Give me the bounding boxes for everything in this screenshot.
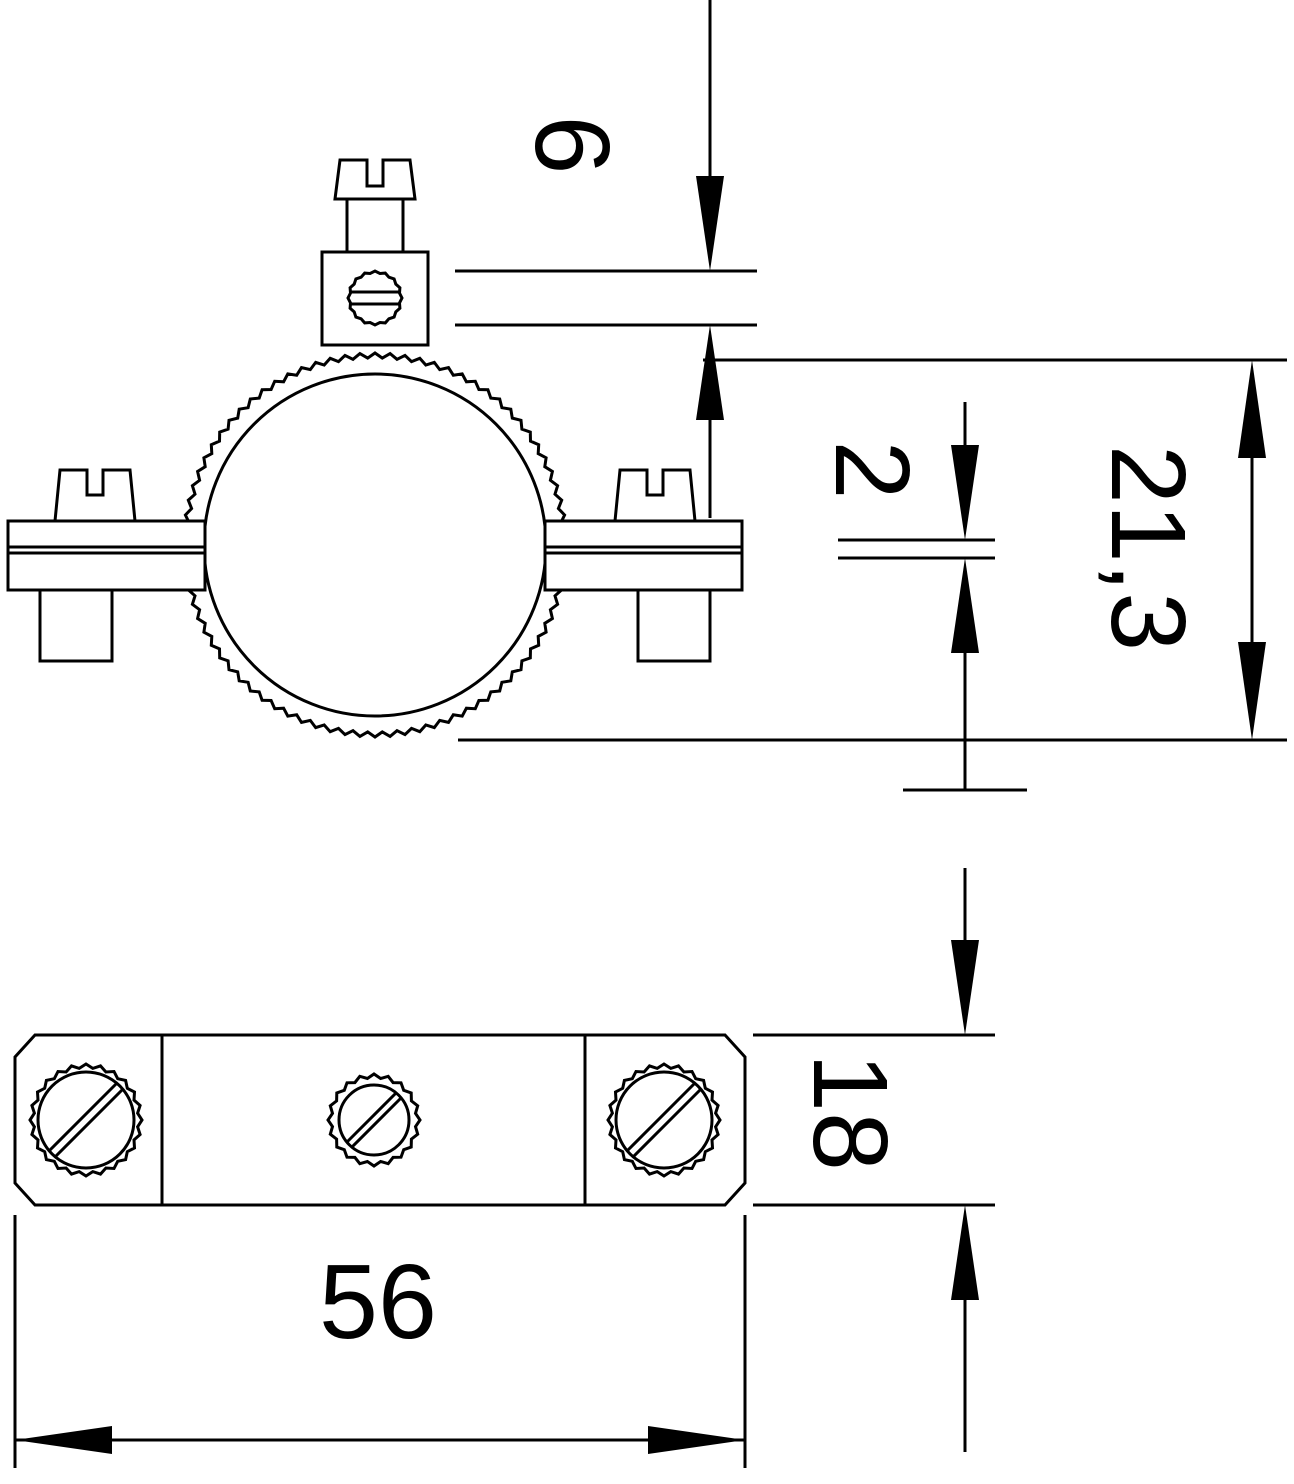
plan-right-screw-slot-a	[625, 1081, 697, 1153]
arrowhead-up	[951, 1205, 979, 1300]
plan-left-screw-slot-a	[47, 1081, 119, 1153]
top-screw-head	[333, 158, 417, 201]
plan-left-screw-slot-b	[53, 1087, 125, 1159]
left-flange	[6, 519, 207, 592]
arrowhead-down	[951, 445, 979, 540]
dimension-18: 18	[753, 868, 995, 1452]
arrowhead-right	[648, 1426, 745, 1454]
arrowhead-down	[696, 176, 724, 271]
clamp-inner-ring	[202, 372, 548, 718]
arrowhead-left	[15, 1426, 112, 1454]
plan-center-screw-slot-b	[350, 1096, 403, 1149]
right-nut	[636, 588, 712, 663]
arrowhead-up	[951, 558, 979, 653]
arrowhead-up	[696, 325, 724, 420]
front-view	[6, 158, 744, 739]
arrowhead-up	[1238, 360, 1266, 458]
arrowhead-down	[951, 940, 979, 1035]
arrowhead-down	[1238, 642, 1266, 740]
right-flange	[543, 519, 744, 592]
dimension-21-3: 21,3	[458, 358, 1287, 742]
left-screw-head	[53, 468, 137, 523]
plan-right-screw-head	[614, 1070, 714, 1170]
plan-right-screw-slot-b	[631, 1087, 703, 1159]
dimension-label-6: 6	[513, 116, 631, 175]
plan-view	[13, 1033, 747, 1207]
right-screw-head	[613, 468, 697, 523]
plan-left-screw-head	[36, 1070, 136, 1170]
dimension-label-2: 2	[813, 441, 931, 500]
dimension-label-21-3: 21,3	[1089, 445, 1207, 651]
left-nut	[38, 588, 114, 663]
plan-center-screw-head	[337, 1083, 411, 1157]
top-screw-body	[345, 197, 405, 254]
plan-center-screw-slot-a	[345, 1091, 398, 1144]
dimension-2: 2	[813, 402, 1027, 792]
dimension-56: 56	[13, 1215, 747, 1468]
block-screw-section	[346, 269, 404, 327]
dimension-6: 6	[455, 0, 757, 518]
dimension-label-18: 18	[791, 1053, 909, 1171]
dimension-label-56: 56	[319, 1243, 437, 1361]
